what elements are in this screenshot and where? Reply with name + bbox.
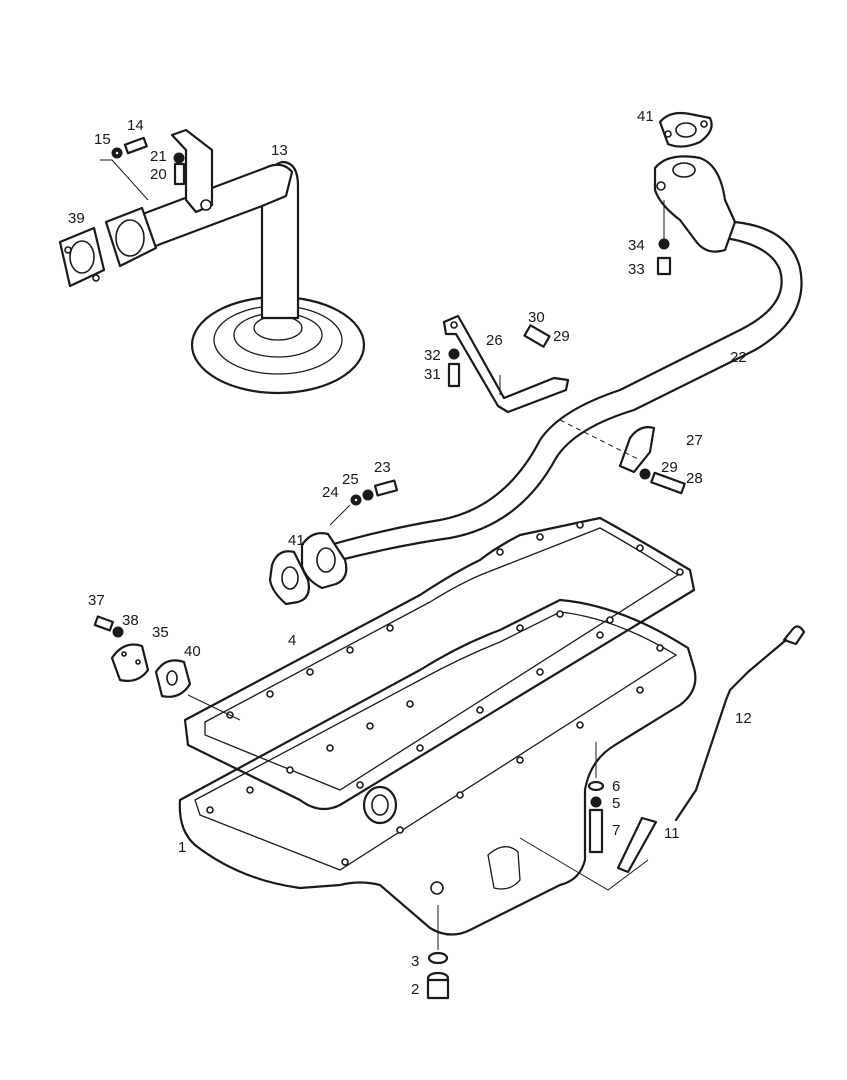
callout-12: 12: [735, 710, 752, 727]
cover-plate-35: [110, 643, 150, 682]
oil-sump-pan: [178, 598, 697, 936]
washer-34: [658, 238, 670, 250]
callout-27: 27: [686, 432, 703, 449]
callout-2: 2: [411, 981, 419, 998]
callout-3: 3: [411, 953, 419, 970]
washer-5: [590, 796, 602, 808]
callout-22: 22: [730, 349, 747, 366]
callout-4: 4: [288, 632, 296, 649]
washer-6: [587, 780, 605, 792]
callout-41-upper: 41: [637, 108, 654, 125]
callout-32: 32: [424, 347, 441, 364]
callout-38: 38: [122, 612, 139, 629]
oil-pickup-strainer: [104, 128, 366, 395]
dipstick: [674, 625, 806, 822]
callout-29-upper: 29: [553, 328, 570, 345]
callout-30: 30: [528, 309, 545, 326]
callout-33: 33: [628, 261, 645, 278]
washer-29-lower: [639, 468, 651, 480]
washer-15: [111, 147, 123, 159]
callout-29-lower: 29: [661, 459, 678, 476]
washer-24: [350, 494, 362, 506]
callout-21: 21: [150, 148, 167, 165]
callout-28: 28: [686, 470, 703, 487]
callout-23: 23: [374, 459, 391, 476]
callout-1: 1: [178, 839, 186, 856]
callout-5: 5: [612, 795, 620, 812]
pipe-clip: [618, 426, 656, 474]
sump-gasket: [183, 516, 696, 811]
bolt-14: [123, 136, 148, 155]
washer-25: [362, 489, 374, 501]
callout-25: 25: [342, 471, 359, 488]
callout-41-lower: 41: [288, 532, 305, 549]
callout-34: 34: [628, 237, 645, 254]
washer-38: [112, 626, 124, 638]
bolt-7: [588, 808, 604, 854]
bolt-31: [447, 362, 461, 388]
nut-30: [523, 324, 551, 348]
delivery-pipe-flange: [300, 532, 348, 590]
callout-39: 39: [68, 210, 85, 227]
washer-32: [448, 348, 460, 360]
drain-plug-2: [426, 971, 450, 1000]
callout-35: 35: [152, 624, 169, 641]
dipstick-tube: [616, 816, 658, 874]
callout-7: 7: [612, 822, 620, 839]
bolt-23: [373, 479, 399, 497]
callout-40: 40: [184, 643, 201, 660]
bolt-28: [650, 471, 686, 495]
oil-delivery-pipe: [328, 155, 803, 562]
bolt-20: [173, 162, 186, 186]
callout-11: 11: [664, 825, 680, 842]
gasket-41-upper: [658, 111, 713, 148]
callout-6: 6: [612, 778, 620, 795]
drain-washer-3: [427, 951, 449, 965]
callout-13: 13: [271, 142, 288, 159]
pickup-gasket: [58, 226, 106, 288]
washer-21: [173, 152, 185, 164]
callout-26: 26: [486, 332, 503, 349]
callout-24: 24: [322, 484, 339, 501]
callout-37: 37: [88, 592, 105, 609]
bolt-33: [656, 256, 672, 276]
pipe-bracket: [442, 314, 570, 414]
gasket-40: [154, 659, 192, 698]
callout-14: 14: [127, 117, 144, 134]
callout-20: 20: [150, 166, 167, 183]
callout-31: 31: [424, 366, 441, 383]
gasket-41-lower: [268, 550, 310, 606]
bolt-37: [93, 615, 114, 632]
callout-15: 15: [94, 131, 111, 148]
